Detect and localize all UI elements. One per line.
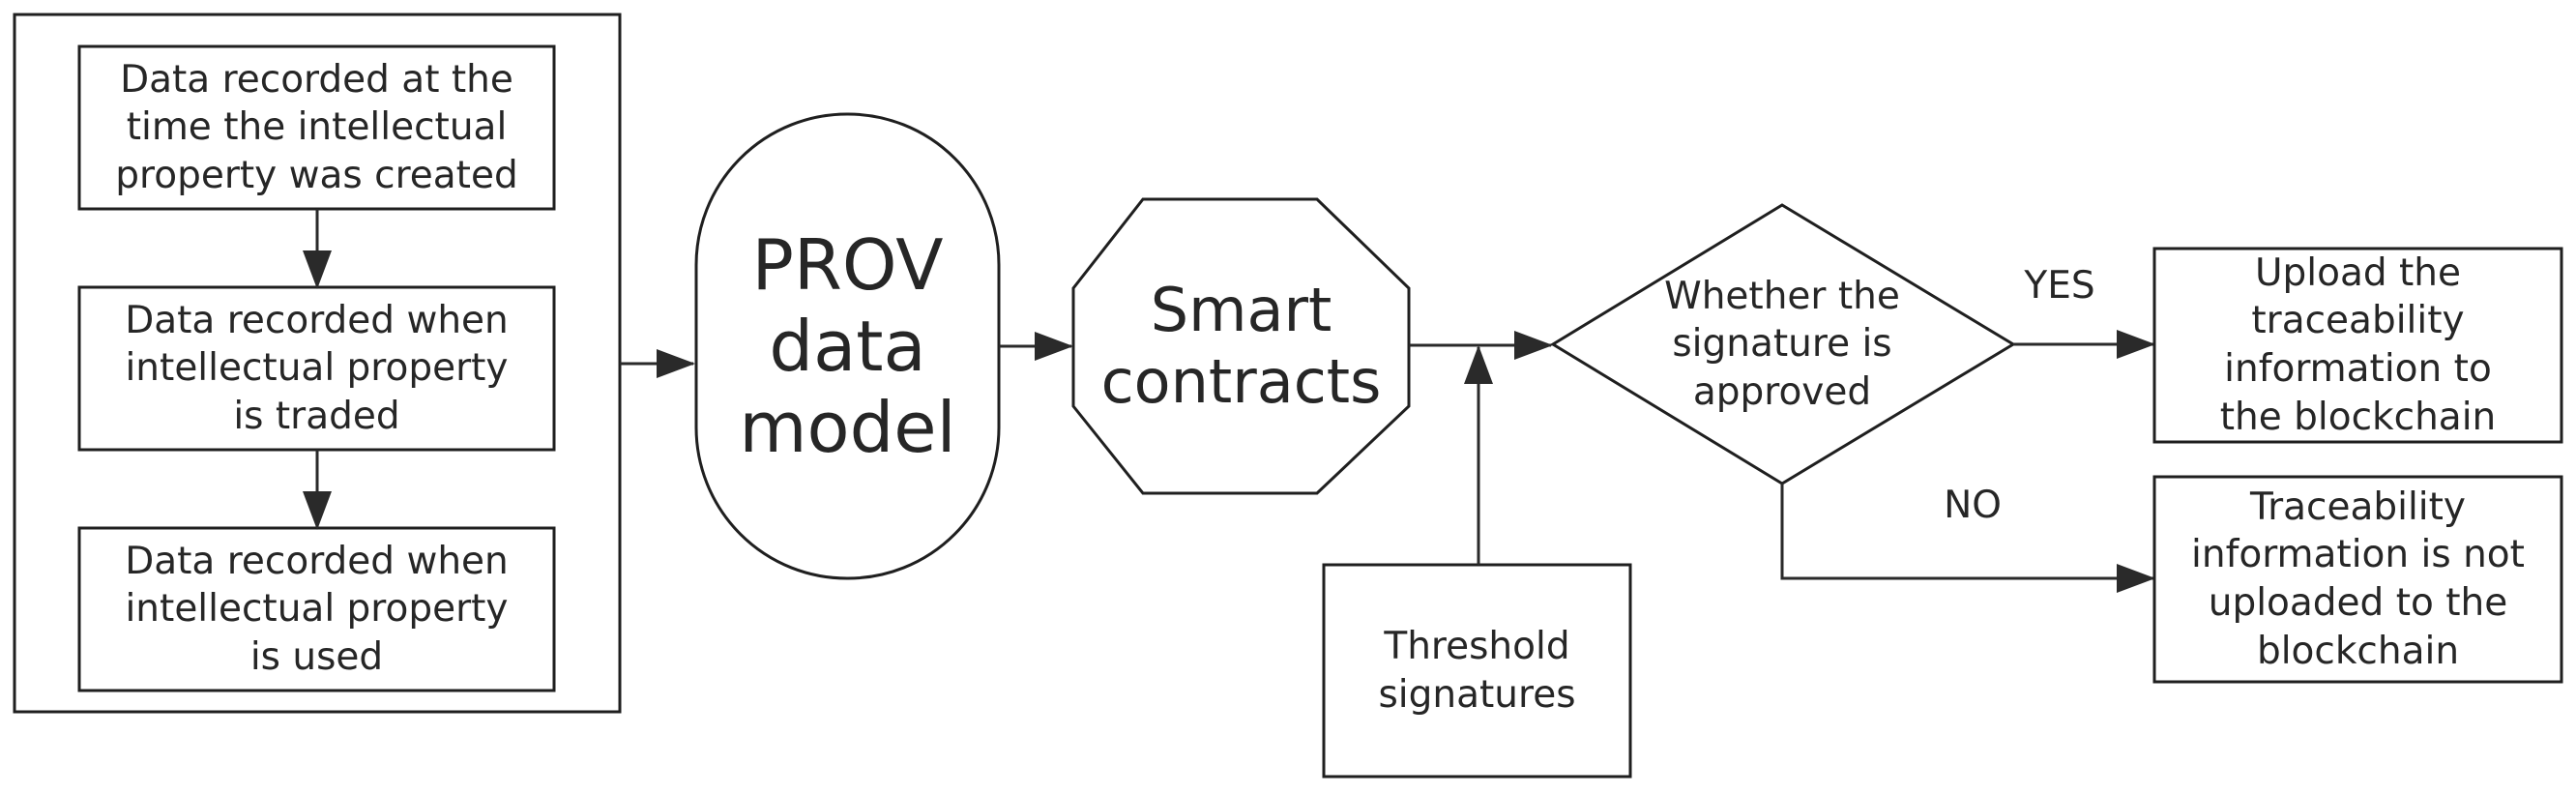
- arrow-no-to-not-uploaded: [1780, 484, 2155, 593]
- prov-model-text: PROV data model: [739, 223, 956, 469]
- yes-label: YES: [2024, 264, 2095, 309]
- traded-data-text: Data recorded when intellectual property…: [125, 298, 509, 438]
- upload-text: Upload the traceability information to t…: [2219, 250, 2497, 439]
- decision-text: Whether the signature is approved: [1664, 274, 1900, 414]
- no-label: NO: [1944, 484, 2002, 528]
- not-uploaded-text: Traceability information is not uploaded…: [2191, 485, 2525, 673]
- not-uploaded-box: [2152, 475, 2563, 684]
- upload-box: [2152, 247, 2563, 444]
- smart-contracts-text: Smart contracts: [1100, 274, 1382, 417]
- smart-contracts-shape: [1071, 197, 1411, 495]
- threshold-signatures-text: Threshold signatures: [1378, 624, 1576, 717]
- created-data-text: Data recorded at the time the intellectu…: [115, 57, 518, 197]
- used-data-text: Data recorded when intellectual property…: [125, 539, 509, 679]
